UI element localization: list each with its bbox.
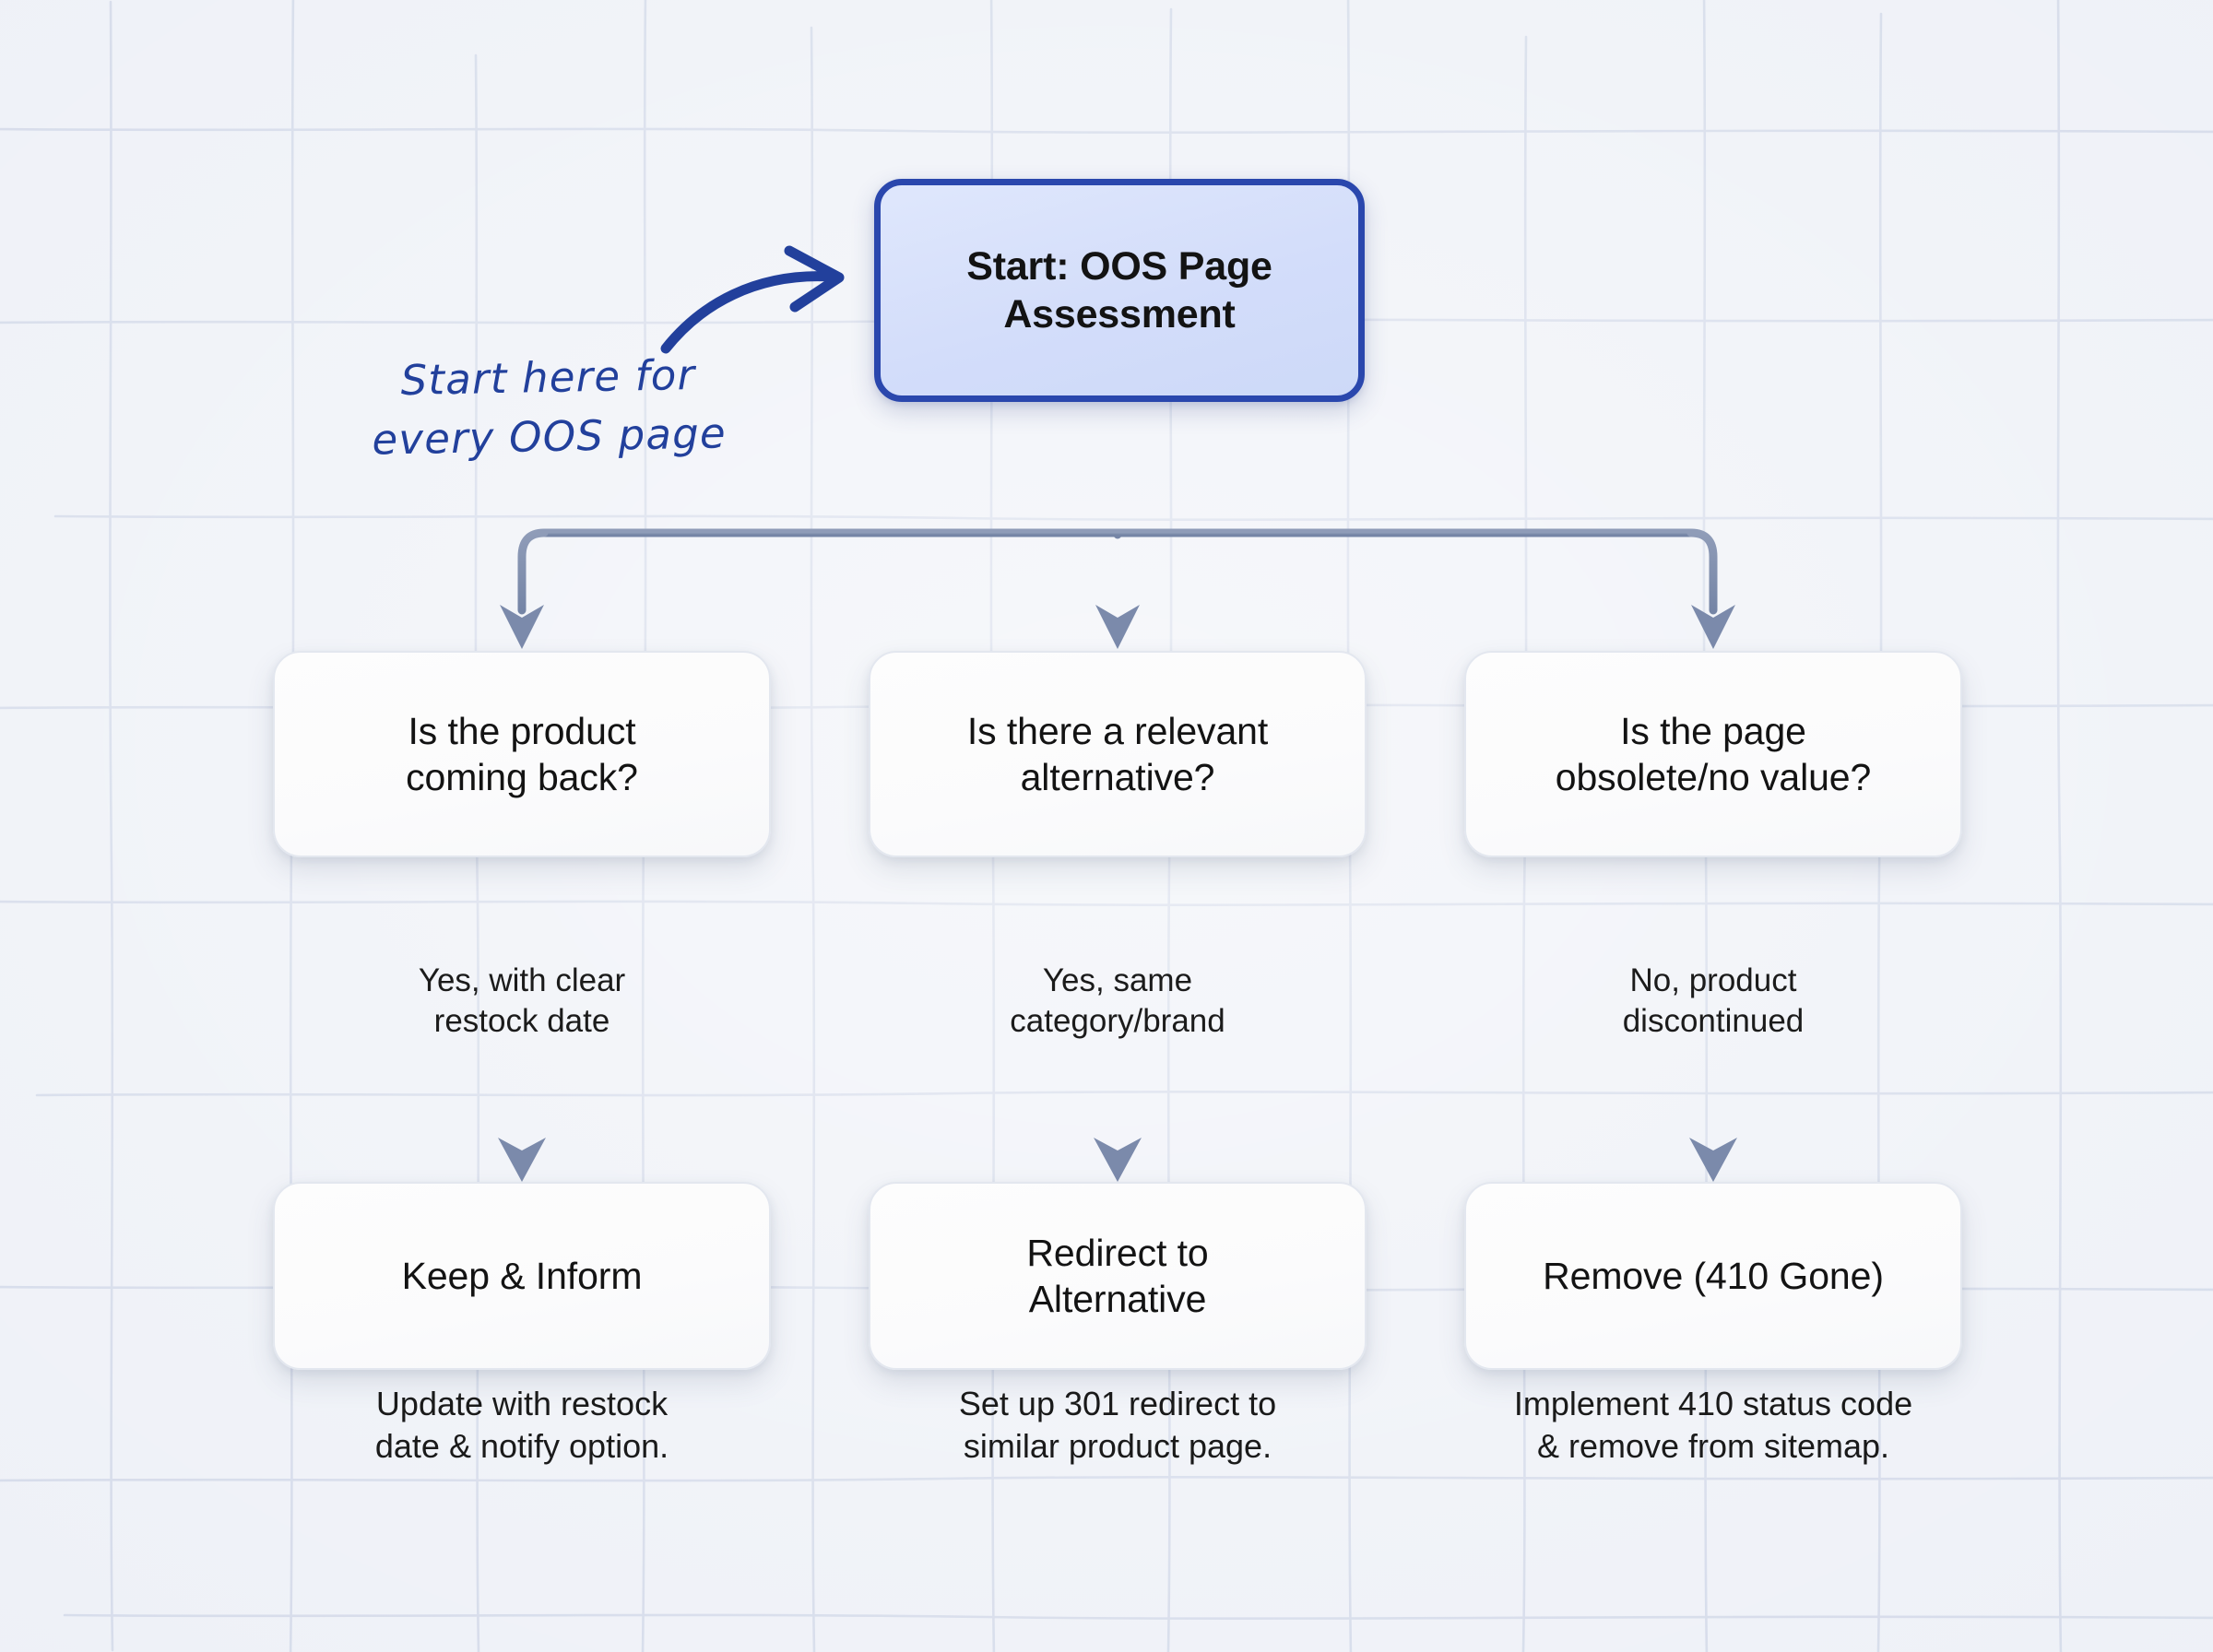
node-outcome-remove[interactable]: Remove (410 Gone) [1464, 1182, 1962, 1370]
start-here-annotation: Start here for every OOS page [371, 349, 728, 465]
node-outcome-keep-inform[interactable]: Keep & Inform [273, 1182, 771, 1370]
note-remove: Implement 410 status code & remove from … [1513, 1385, 1913, 1465]
node-decision-remove[interactable]: Is the page obsolete/no value? [1464, 651, 1962, 857]
node-decision-alternative[interactable]: Is there a relevant alternative? [869, 651, 1367, 857]
note-keep-inform: Update with restock date & notify option… [374, 1385, 669, 1465]
node-outcome-redirect[interactable]: Redirect to Alternative [869, 1182, 1367, 1370]
edge-label-restock: Yes, with clear restock date [418, 962, 626, 1040]
edge-label-alternative: Yes, same category/brand [1010, 962, 1225, 1040]
node-decision-restock[interactable]: Is the product coming back? [273, 651, 771, 857]
node-start[interactable]: Start: OOS Page Assessment [874, 179, 1365, 402]
note-redirect: Set up 301 redirect to similar product p… [958, 1385, 1277, 1465]
edge-label-remove: No, product discontinued [1622, 962, 1805, 1040]
